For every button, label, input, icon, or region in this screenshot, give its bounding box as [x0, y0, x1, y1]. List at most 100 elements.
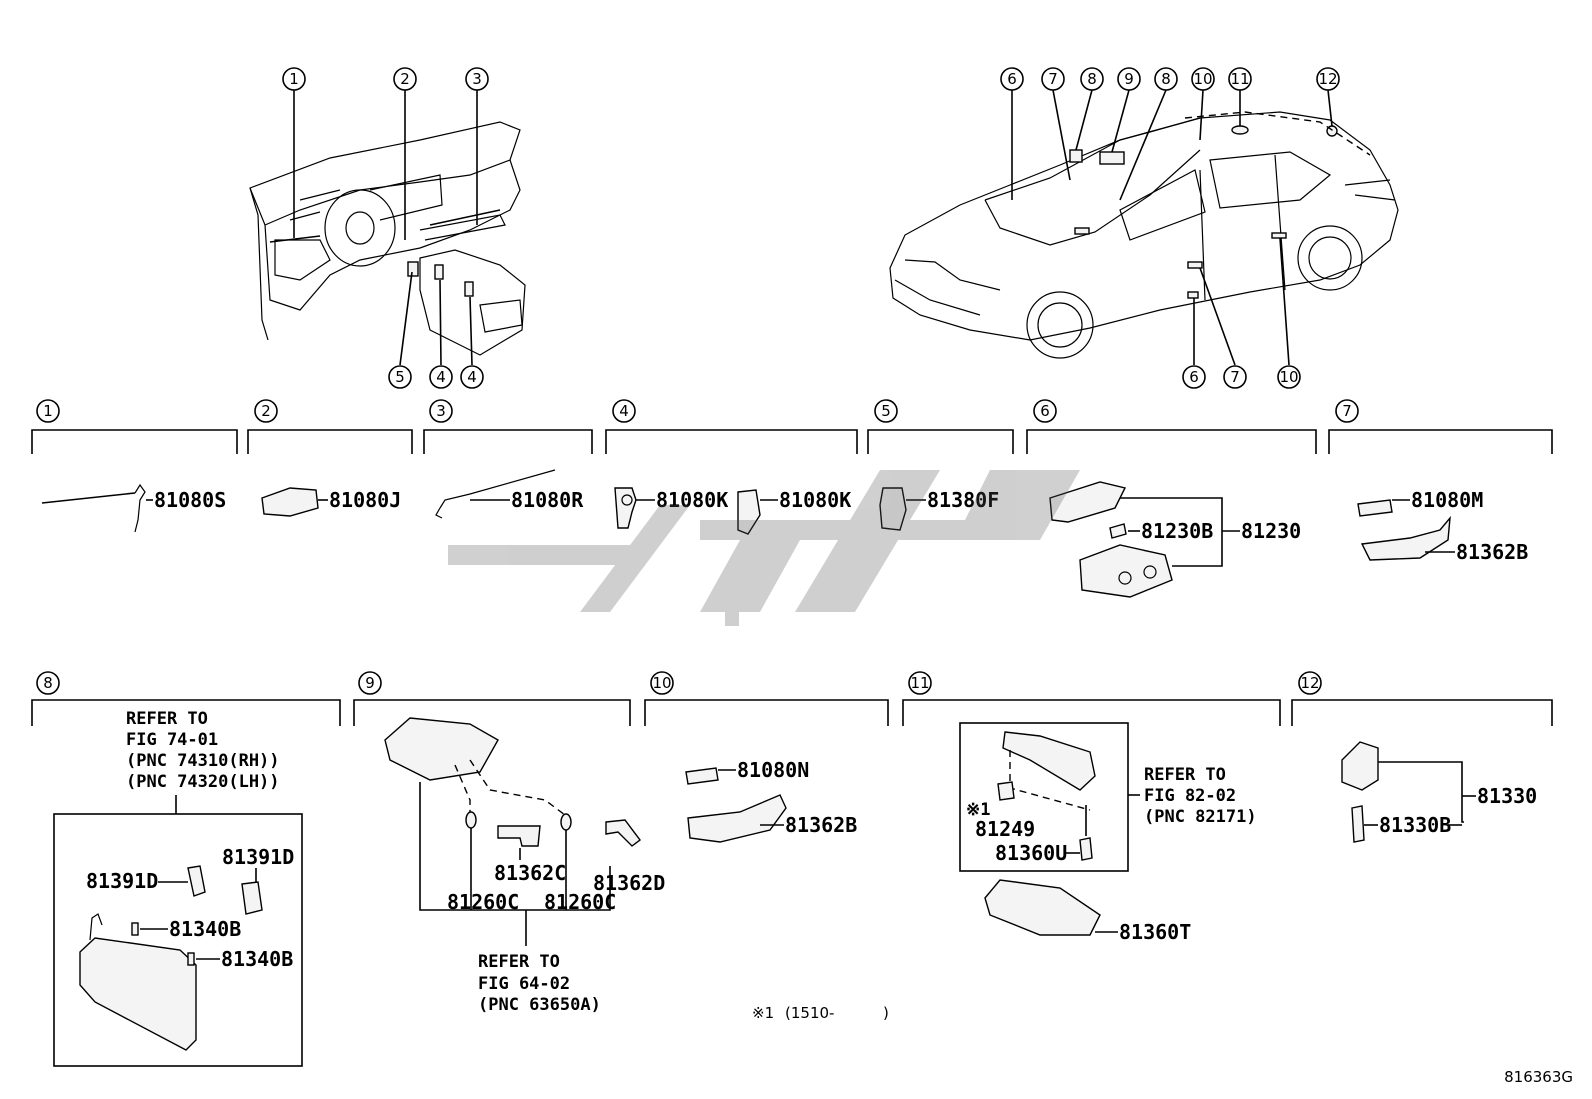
svg-text:3: 3: [436, 402, 446, 420]
refer-9-line-3: (PNC 63650A): [478, 995, 601, 1015]
svg-text:8: 8: [43, 674, 53, 692]
callout-10-top: 10: [1191, 67, 1215, 91]
top-callouts: 1 2 3 5 4 4 6 7 8 9 8 10 11 12 6 7 10: [282, 67, 1340, 389]
svg-text:12: 12: [1318, 70, 1337, 88]
section-12: 12 81330 81330B: [1291, 671, 1553, 843]
part-81230B: 81230B: [1141, 519, 1213, 543]
svg-text:9: 9: [1124, 70, 1134, 88]
part-81080K-a: 81080K: [656, 488, 728, 512]
refer-8-line-3: (PNC 74310(RH)): [126, 751, 280, 771]
svg-text:11: 11: [1230, 70, 1249, 88]
callout-5-top: 5: [388, 365, 412, 389]
svg-text:11: 11: [910, 674, 929, 692]
footnote-close: ): [883, 1004, 889, 1022]
refer-9-line-1: REFER TO: [478, 952, 560, 972]
section-6: 6 81230B 81230: [1026, 399, 1317, 598]
svg-text:5: 5: [881, 402, 891, 420]
section-8: 8 REFER TO FIG 74-01 (PNC 74310(RH)) (PN…: [31, 671, 341, 1067]
svg-text:1: 1: [289, 70, 299, 88]
footnote: ※1 (1510- ): [752, 1004, 889, 1022]
svg-text:10: 10: [652, 674, 671, 692]
section-2: 2 81080J: [247, 399, 413, 517]
part-81080S: 81080S: [154, 488, 226, 512]
svg-text:10: 10: [1279, 368, 1298, 386]
part-81340B-b: 81340B: [221, 947, 293, 971]
part-81330B: 81330B: [1379, 813, 1451, 837]
part-81260C-b: 81260C: [544, 890, 616, 914]
svg-text:8: 8: [1161, 70, 1171, 88]
refer-9-line-2: FIG 64-02: [478, 974, 570, 994]
footnote-mark: ※1: [752, 1004, 774, 1022]
callout-6-top: 6: [1000, 67, 1024, 91]
car-illustration: [889, 111, 1399, 359]
callout-12-top: 12: [1316, 67, 1340, 91]
refer-11-line-3: (PNC 82171): [1144, 807, 1257, 827]
section-7: 7 81080M 81362B: [1328, 399, 1553, 564]
svg-text:2: 2: [400, 70, 410, 88]
part-81230: 81230: [1241, 519, 1301, 543]
callout-6-bottom: 6: [1182, 365, 1206, 389]
footnote-range: (1510-: [785, 1004, 834, 1022]
section-4: 4 81080K 81080K: [605, 399, 858, 535]
refer-8-line-4: (PNC 74320(LH)): [126, 772, 280, 792]
callout-11-top: 11: [1228, 67, 1252, 91]
part-81362B-a: 81362B: [1456, 540, 1528, 564]
part-81080K-b: 81080K: [779, 488, 851, 512]
refer-8-line-2: FIG 74-01: [126, 730, 218, 750]
part-81380F: 81380F: [927, 488, 999, 512]
callout-4-top-b: 4: [460, 365, 484, 389]
watermark-logo: [448, 470, 1080, 626]
callout-8-top-b: 8: [1154, 67, 1178, 91]
callout-8-top-a: 8: [1080, 67, 1104, 91]
part-81080R: 81080R: [511, 488, 584, 512]
section-9: 9 81362C 81362D 81260C 81260C REFER TO F…: [353, 671, 665, 1015]
section-1: 1 81080S: [31, 399, 238, 533]
svg-text:4: 4: [467, 368, 477, 386]
callout-10-bottom: 10: [1277, 365, 1301, 389]
callout-7-bottom: 7: [1223, 365, 1247, 389]
part-81362B-b: 81362B: [785, 813, 857, 837]
section-11: 11 ※1 81249 81360U REFER TO FIG 82-02 (P…: [902, 671, 1281, 944]
callout-9-top: 9: [1117, 67, 1141, 91]
part-81249: 81249: [975, 817, 1035, 841]
section-3: 3 81080R: [423, 399, 593, 519]
part-81391D-a: 81391D: [86, 869, 158, 893]
part-81360U: 81360U: [995, 841, 1067, 865]
part-81330: 81330: [1477, 784, 1537, 808]
svg-text:7: 7: [1048, 70, 1058, 88]
refer-11-line-2: FIG 82-02: [1144, 786, 1236, 806]
svg-text:6: 6: [1189, 368, 1199, 386]
svg-text:7: 7: [1342, 402, 1352, 420]
callout-2-top: 2: [393, 67, 417, 91]
part-81080N: 81080N: [737, 758, 809, 782]
svg-text:4: 4: [436, 368, 446, 386]
svg-text:3: 3: [472, 70, 482, 88]
callout-4-top-a: 4: [429, 365, 453, 389]
svg-text:8: 8: [1087, 70, 1097, 88]
svg-text:5: 5: [395, 368, 405, 386]
svg-text:12: 12: [1300, 674, 1319, 692]
svg-text:7: 7: [1230, 368, 1240, 386]
part-81080M: 81080M: [1411, 488, 1483, 512]
refer-11-line-1: REFER TO: [1144, 765, 1226, 785]
part-81362D: 81362D: [593, 871, 665, 895]
svg-text:6: 6: [1007, 70, 1017, 88]
part-81260C-a: 81260C: [447, 890, 519, 914]
callout-7-top: 7: [1041, 67, 1065, 91]
part-81080J: 81080J: [329, 488, 401, 512]
svg-text:9: 9: [365, 674, 375, 692]
mark-11: ※1: [966, 800, 990, 820]
callout-3-top: 3: [465, 67, 489, 91]
section-5: 5 81380F: [867, 399, 1014, 531]
dashboard-illustration: [249, 121, 526, 356]
callout-1-top: 1: [282, 67, 306, 91]
svg-text:2: 2: [261, 402, 271, 420]
refer-8-line-1: REFER TO: [126, 709, 208, 729]
figure-id: 816363G: [1504, 1068, 1573, 1086]
part-81362C: 81362C: [494, 861, 566, 885]
part-81391D-b: 81391D: [222, 845, 294, 869]
part-81340B-a: 81340B: [169, 917, 241, 941]
svg-text:6: 6: [1040, 402, 1050, 420]
svg-text:1: 1: [43, 402, 53, 420]
